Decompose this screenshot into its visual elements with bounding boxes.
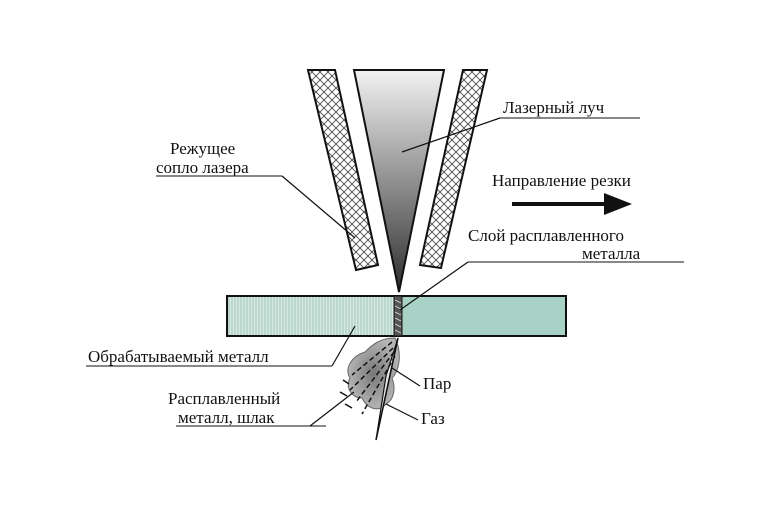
label-nozzle-line1: Режущее bbox=[170, 139, 235, 158]
leader-molten-slag bbox=[309, 391, 355, 427]
cut-direction-arrow bbox=[512, 193, 632, 215]
label-nozzle-line2: сопло лазера bbox=[156, 158, 249, 177]
label-molten-layer-line2: металла bbox=[582, 244, 641, 263]
leader-molten-layer bbox=[399, 261, 469, 311]
label-molten-slag-line1: Расплавленный bbox=[168, 389, 280, 408]
leader-workpiece bbox=[331, 325, 356, 367]
label-molten-slag-line2: металл, шлак bbox=[178, 408, 275, 427]
nozzle-right-wall bbox=[418, 69, 489, 270]
label-workpiece: Обрабатываемый металл bbox=[88, 347, 269, 366]
label-gas: Газ bbox=[421, 409, 445, 428]
laser-beam bbox=[352, 69, 446, 293]
label-molten-layer-line1: Слой расплавленного bbox=[468, 226, 624, 245]
molten-slag-spray bbox=[339, 341, 396, 415]
gas-jet bbox=[375, 337, 399, 441]
leader-vapor bbox=[391, 367, 421, 387]
label-laser-beam: Лазерный луч bbox=[503, 98, 605, 117]
leader-laser-beam bbox=[401, 117, 501, 153]
leader-nozzle bbox=[281, 175, 356, 239]
leader-gas bbox=[385, 403, 419, 421]
label-vapor: Пар bbox=[423, 374, 451, 393]
molten-layer bbox=[393, 295, 403, 337]
workpiece bbox=[226, 295, 567, 337]
label-cut-direction: Направление резки bbox=[492, 171, 631, 190]
nozzle-left-wall bbox=[306, 69, 380, 272]
